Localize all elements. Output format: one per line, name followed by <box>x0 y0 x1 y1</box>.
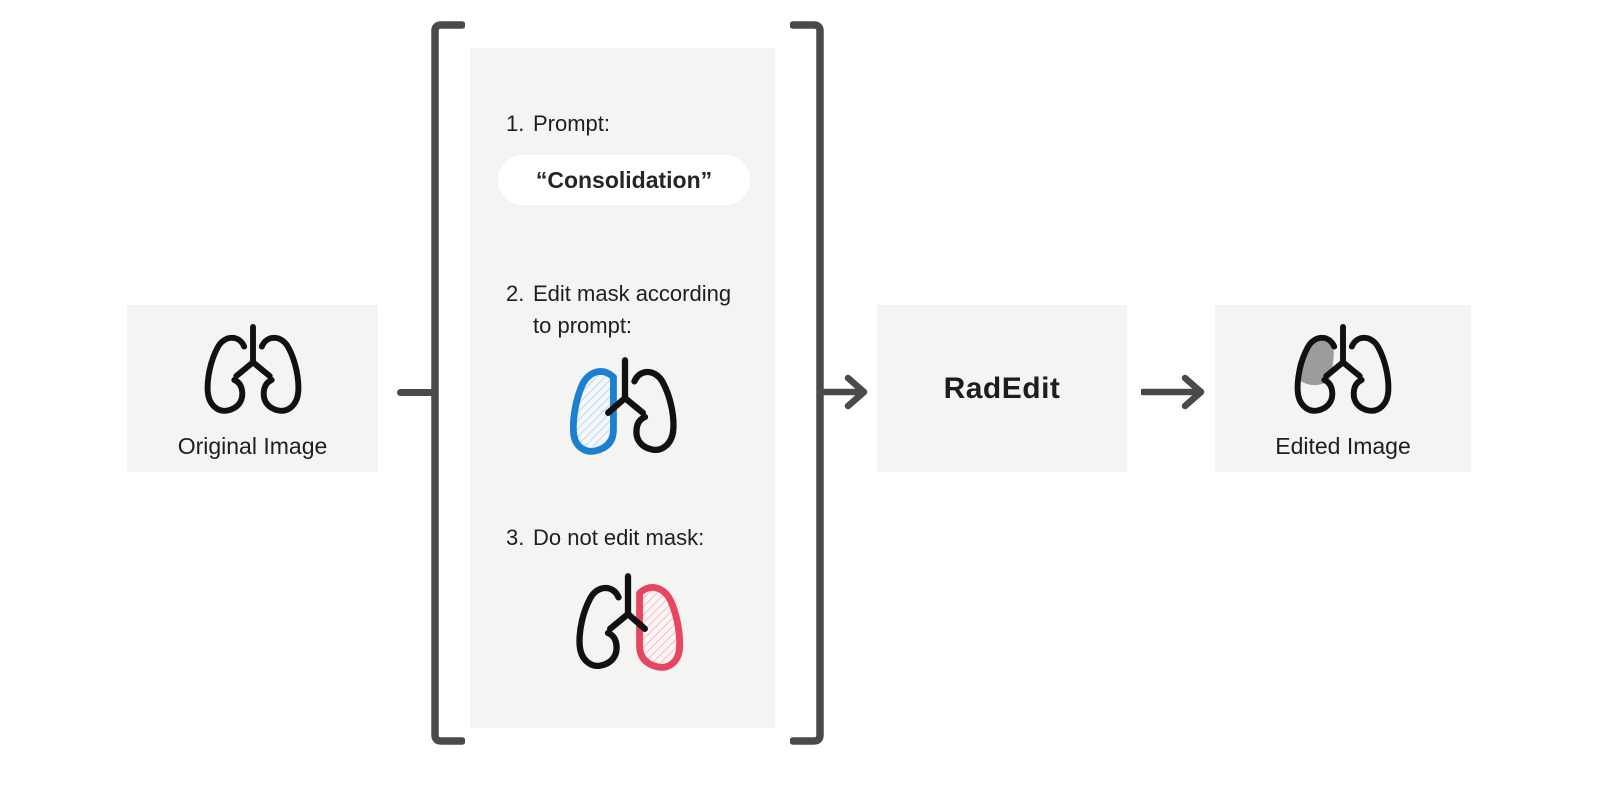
original-image-node: Original Image <box>127 305 378 472</box>
lungs-do-not-edit-mask-icon <box>576 573 684 671</box>
lungs-edit-mask-icon <box>569 357 677 455</box>
step-do-not-edit-mask: 3. Do not edit mask: <box>506 522 704 554</box>
arrow-to-output-icon <box>1141 374 1205 410</box>
prompt-text: “Consolidation” <box>535 166 713 193</box>
step-do-not-edit-mask-number: 3. <box>506 525 525 550</box>
step-prompt: 1. Prompt: <box>506 108 610 140</box>
left-bracket <box>431 21 465 745</box>
raddedit-model-label: RadEdit <box>943 371 1061 405</box>
step-edit-mask-label: Edit mask according to prompt: <box>533 281 732 338</box>
step-prompt-number: 1. <box>506 111 525 136</box>
do-not-edit-mask-lobe <box>636 584 684 671</box>
lungs-icon <box>204 323 301 414</box>
edited-image-label: Edited Image <box>1275 433 1411 459</box>
step-edit-mask: 2. Edit mask according to prompt: <box>506 278 745 342</box>
step-do-not-edit-mask-label: Do not edit mask: <box>533 525 705 550</box>
right-bracket <box>790 21 824 745</box>
step-edit-mask-number: 2. <box>506 281 525 306</box>
edit-mask-lobe <box>569 368 617 455</box>
arrow-to-model-icon <box>822 374 868 410</box>
original-image-label: Original Image <box>177 433 328 459</box>
lungs-edited-icon <box>1294 323 1392 414</box>
edited-image-node: Edited Image <box>1215 305 1471 472</box>
conditioning-panel: 1. Prompt: “Consolidation” 2. Edit mask … <box>470 48 775 728</box>
raddedit-model-node: RadEdit <box>877 305 1127 472</box>
prompt-pill: “Consolidation” <box>498 155 750 205</box>
step-prompt-label: Prompt: <box>533 111 611 136</box>
connector-line <box>397 389 437 396</box>
